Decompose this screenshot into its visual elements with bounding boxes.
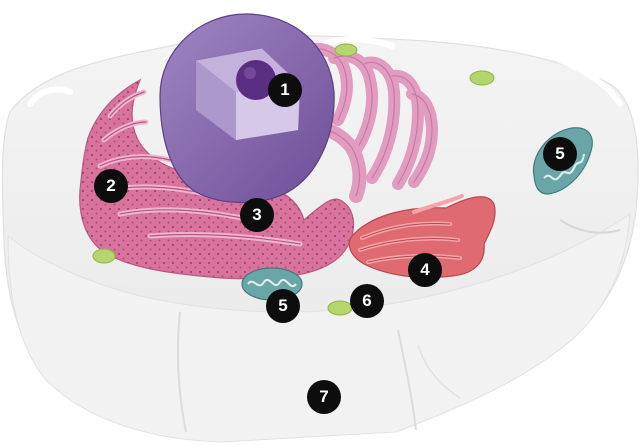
label-marker-nucleus: 1 [268, 73, 302, 107]
label-marker-mitochondrion-right: 5 [543, 137, 577, 171]
label-marker-mitochondrion-front: 5 [266, 289, 300, 323]
label-marker-rough-er: 2 [94, 169, 128, 203]
label-marker-golgi: 4 [408, 253, 442, 287]
label-marker-smooth-er: 3 [240, 198, 274, 232]
label-marker-cytoplasm: 7 [307, 380, 341, 414]
label-marker-vesicle: 6 [350, 284, 384, 318]
nucleus [160, 14, 334, 203]
